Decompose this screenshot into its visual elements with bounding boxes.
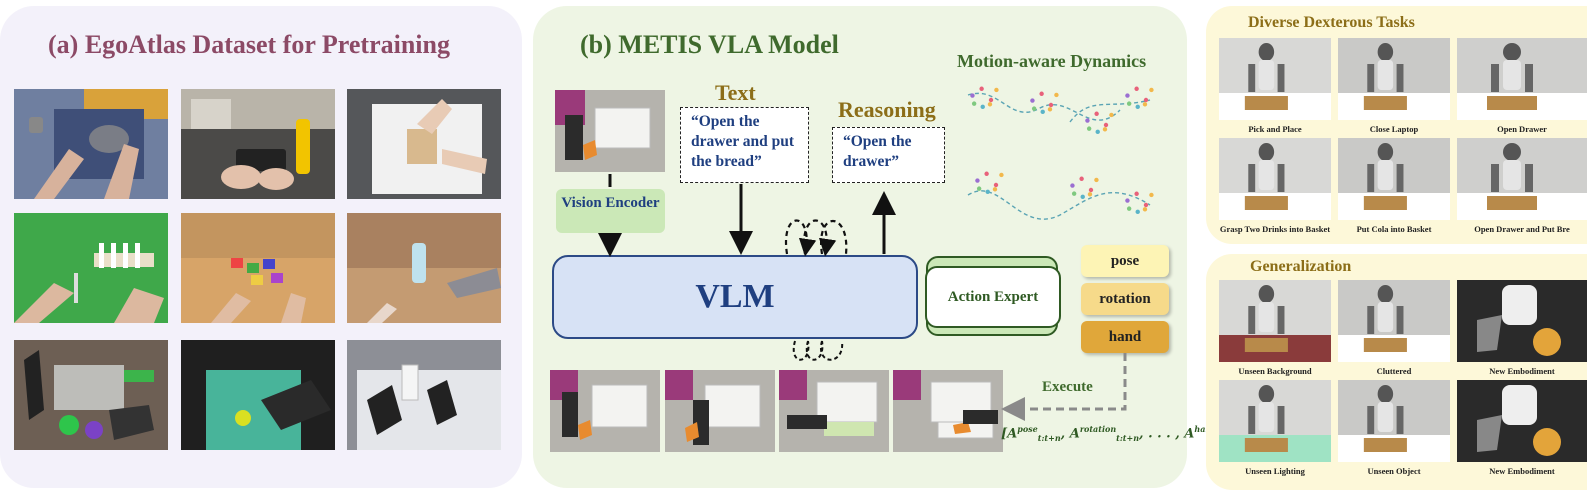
formula-pose-sup: pose <box>1017 424 1038 434</box>
text-instruction-box: “Open the drawer and put the bread” <box>680 107 809 183</box>
robot-caption-10: Unseen Lighting <box>1245 466 1305 476</box>
robot-photo-2 <box>1338 38 1450 120</box>
robot-photo-8 <box>1338 280 1450 362</box>
dataset-photo-3 <box>347 89 501 199</box>
dataset-photo-1 <box>14 89 168 199</box>
robot-photo-11 <box>1338 380 1450 462</box>
formula-hand-sup: hand <box>1194 424 1216 434</box>
execution-frame-1 <box>550 370 660 452</box>
execution-frame-4 <box>893 370 1003 452</box>
formula-open: [ <box>1001 426 1008 442</box>
vlm-block: VLM <box>552 255 918 339</box>
reasoning-box: “Open the drawer” <box>832 127 945 183</box>
formula-sep-2: , . . . , <box>1139 426 1185 442</box>
token-rotation: rotation <box>1081 283 1169 315</box>
robot-photo-12 <box>1457 380 1587 462</box>
action-expert: Action Expert <box>925 266 1061 328</box>
observation-image <box>555 90 665 172</box>
robot-photo-9 <box>1457 280 1587 362</box>
panel-b-title: (b) METIS VLA Model <box>580 30 839 59</box>
robot-caption-4: Grasp Two Drinks into Basket <box>1219 224 1331 234</box>
robot-caption-9: New Embodiment <box>1489 366 1555 376</box>
panel-d-title: Generalization <box>1250 258 1352 275</box>
robot-caption-5: Put Cola into Basket <box>1356 224 1432 234</box>
robot-photo-5 <box>1338 138 1450 220</box>
formula-pose-sub: t:t+n <box>1037 432 1061 443</box>
panel-egoatlas-dataset: (a) EgoAtlas Dataset for Pretraining <box>0 6 522 488</box>
token-hand: hand <box>1081 321 1169 353</box>
dataset-photo-2 <box>181 89 335 199</box>
dataset-photo-5 <box>181 213 335 323</box>
robot-caption-7: Unseen Background <box>1238 366 1312 376</box>
token-pose: pose <box>1081 245 1169 277</box>
robot-caption-8: Cluttered <box>1376 366 1412 376</box>
robot-photo-4 <box>1219 138 1331 220</box>
panel-c-title: Diverse Dexterous Tasks <box>1248 14 1415 31</box>
dataset-photo-9 <box>347 340 501 450</box>
dataset-photo-7 <box>14 340 168 450</box>
robot-caption-12: New Embodiment <box>1489 466 1555 476</box>
motion-aware-dynamics-title: Motion-aware Dynamics <box>957 51 1147 71</box>
robot-photo-1 <box>1219 38 1331 120</box>
robot-photo-6 <box>1457 138 1587 220</box>
dataset-photo-6 <box>347 213 501 323</box>
robot-caption-6: Open Drawer and Put Bre <box>1474 224 1570 234</box>
formula-rotation-sup: rotation <box>1079 424 1117 434</box>
robot-caption-3: Open Drawer <box>1497 124 1547 134</box>
execute-label: Execute <box>1042 379 1093 395</box>
text-label: Text <box>715 80 756 105</box>
panel-metis-vla-model: (b) METIS VLA Model Vision Encoder Text … <box>533 6 1246 488</box>
vision-encoder: Vision Encoder <box>556 189 665 233</box>
dataset-photo-8 <box>181 340 335 450</box>
robot-caption-2: Close Laptop <box>1369 124 1419 134</box>
dataset-photo-4 <box>14 213 168 323</box>
reasoning-label: Reasoning <box>838 97 936 122</box>
execution-frame-2 <box>665 370 775 452</box>
formula-sep-1: , <box>1060 426 1070 442</box>
execution-frame-3 <box>779 370 889 452</box>
formula-rotation-sub: t:t+n <box>1116 432 1140 443</box>
robot-photo-7 <box>1219 280 1331 362</box>
robot-photo-10 <box>1219 380 1331 462</box>
panel-a-title: (a) EgoAtlas Dataset for Pretraining <box>48 30 450 59</box>
robot-caption-1: Pick and Place <box>1248 124 1302 134</box>
robot-photo-3 <box>1457 38 1587 120</box>
robot-caption-11: Unseen Object <box>1367 466 1421 476</box>
